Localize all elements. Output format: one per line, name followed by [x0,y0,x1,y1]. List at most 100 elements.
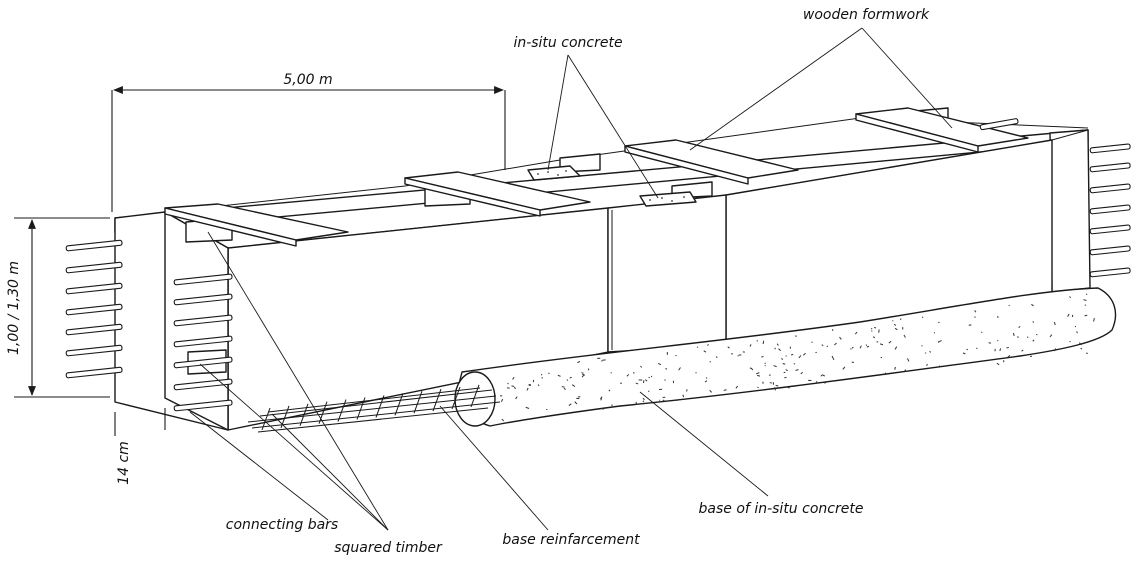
concrete-speck [926,363,928,366]
concrete-speck [541,373,543,376]
concrete-speck [994,348,996,352]
stirrup [318,401,328,424]
concrete-speck [500,395,503,397]
stirrup [413,391,423,414]
concrete-speck [620,382,622,384]
concrete-speck [695,371,697,374]
concrete-speck [893,323,897,326]
concrete-speck [1080,347,1083,350]
concrete-texture [500,293,1095,422]
concrete-speck [832,358,835,361]
concrete-speck [757,374,761,377]
concrete-speck [749,344,752,347]
concrete-speck [880,356,883,359]
concrete-speck [730,353,733,355]
concrete-speck [757,386,759,389]
concrete-speck [834,342,837,346]
concrete-speck [903,334,906,338]
concrete-speck [577,396,581,398]
concrete-speck [924,352,927,354]
connecting-bar [1089,204,1131,215]
concrete-speck [662,399,665,402]
concrete-speck [1072,314,1074,318]
concrete-speck [761,355,764,358]
concrete-speck [933,332,935,334]
concrete-speck [921,345,923,347]
concrete-speck [999,348,1002,352]
concrete-speck [816,380,818,383]
right-wall-end [1049,129,1091,293]
concrete-speck [561,386,565,388]
concrete-speck [1016,336,1019,338]
joint-panel [607,194,727,353]
concrete-speck [872,336,876,339]
concrete-speck [682,394,685,398]
concrete-speck [762,381,764,384]
concrete-speck [633,371,635,374]
concrete-speck [808,379,812,381]
concrete-speck [851,346,854,349]
concrete-speck [601,360,603,362]
connecting-bar [173,293,233,306]
concrete-speck [638,379,643,381]
concrete-speck [678,367,681,371]
connecting-bar [1089,245,1131,256]
stirrup [432,388,442,412]
concrete-speck [1086,352,1088,354]
concrete-speck [611,404,613,406]
concrete-speck [968,324,972,326]
concrete-speck [1093,318,1095,322]
concrete-speck [1036,333,1038,336]
concrete-speck [651,375,653,378]
concrete-speck [874,326,877,329]
concrete-speck [892,320,894,322]
concrete-speck [526,387,529,391]
concrete-speck [980,331,983,334]
connecting-bar [1089,183,1131,194]
concrete-speck [1018,326,1021,329]
concrete-speck [557,374,561,377]
concrete-speck [662,396,666,398]
concrete-speck [1074,325,1077,328]
concrete-speck [790,354,794,356]
concrete-speck [966,348,968,351]
concrete-speck [831,355,834,359]
concrete-speck [904,369,907,372]
connecting-bar [1089,162,1131,173]
concrete-speck [642,400,645,403]
concrete-speck [938,365,941,367]
concrete-speck [997,340,999,342]
concrete-speck [1012,332,1015,337]
concrete-speck [644,379,648,382]
concrete-speck [1007,354,1011,358]
concrete-speck [576,397,580,400]
concrete-speck [566,379,568,381]
concrete-speck [709,389,712,393]
concrete-speck [894,327,898,331]
connecting-bar [65,344,123,357]
connecting-bar [65,303,123,316]
concrete-speck [811,341,813,343]
concrete-speck [512,376,515,380]
concrete-speck [769,382,772,384]
concrete-speck [854,331,858,335]
connecting-bar [173,378,233,391]
formwork-board-2 [404,171,591,217]
concrete-speck [574,401,578,405]
concrete-speck [1083,299,1087,301]
concrete-speck [642,397,645,401]
concrete-speck [902,327,904,330]
concrete-speck [774,387,776,391]
concrete-speck [762,340,765,345]
concrete-speck [921,316,924,319]
concrete-speck [501,418,505,422]
concrete-speck [900,318,902,320]
connecting-bar [173,356,233,369]
height-label: 1,00 / 1,30 m [6,261,22,355]
stirrup [299,403,309,426]
concrete-speck [884,372,887,375]
length-label: 5,00 m [283,72,332,88]
concrete-speck [996,362,1000,366]
connecting-bar [65,239,123,252]
